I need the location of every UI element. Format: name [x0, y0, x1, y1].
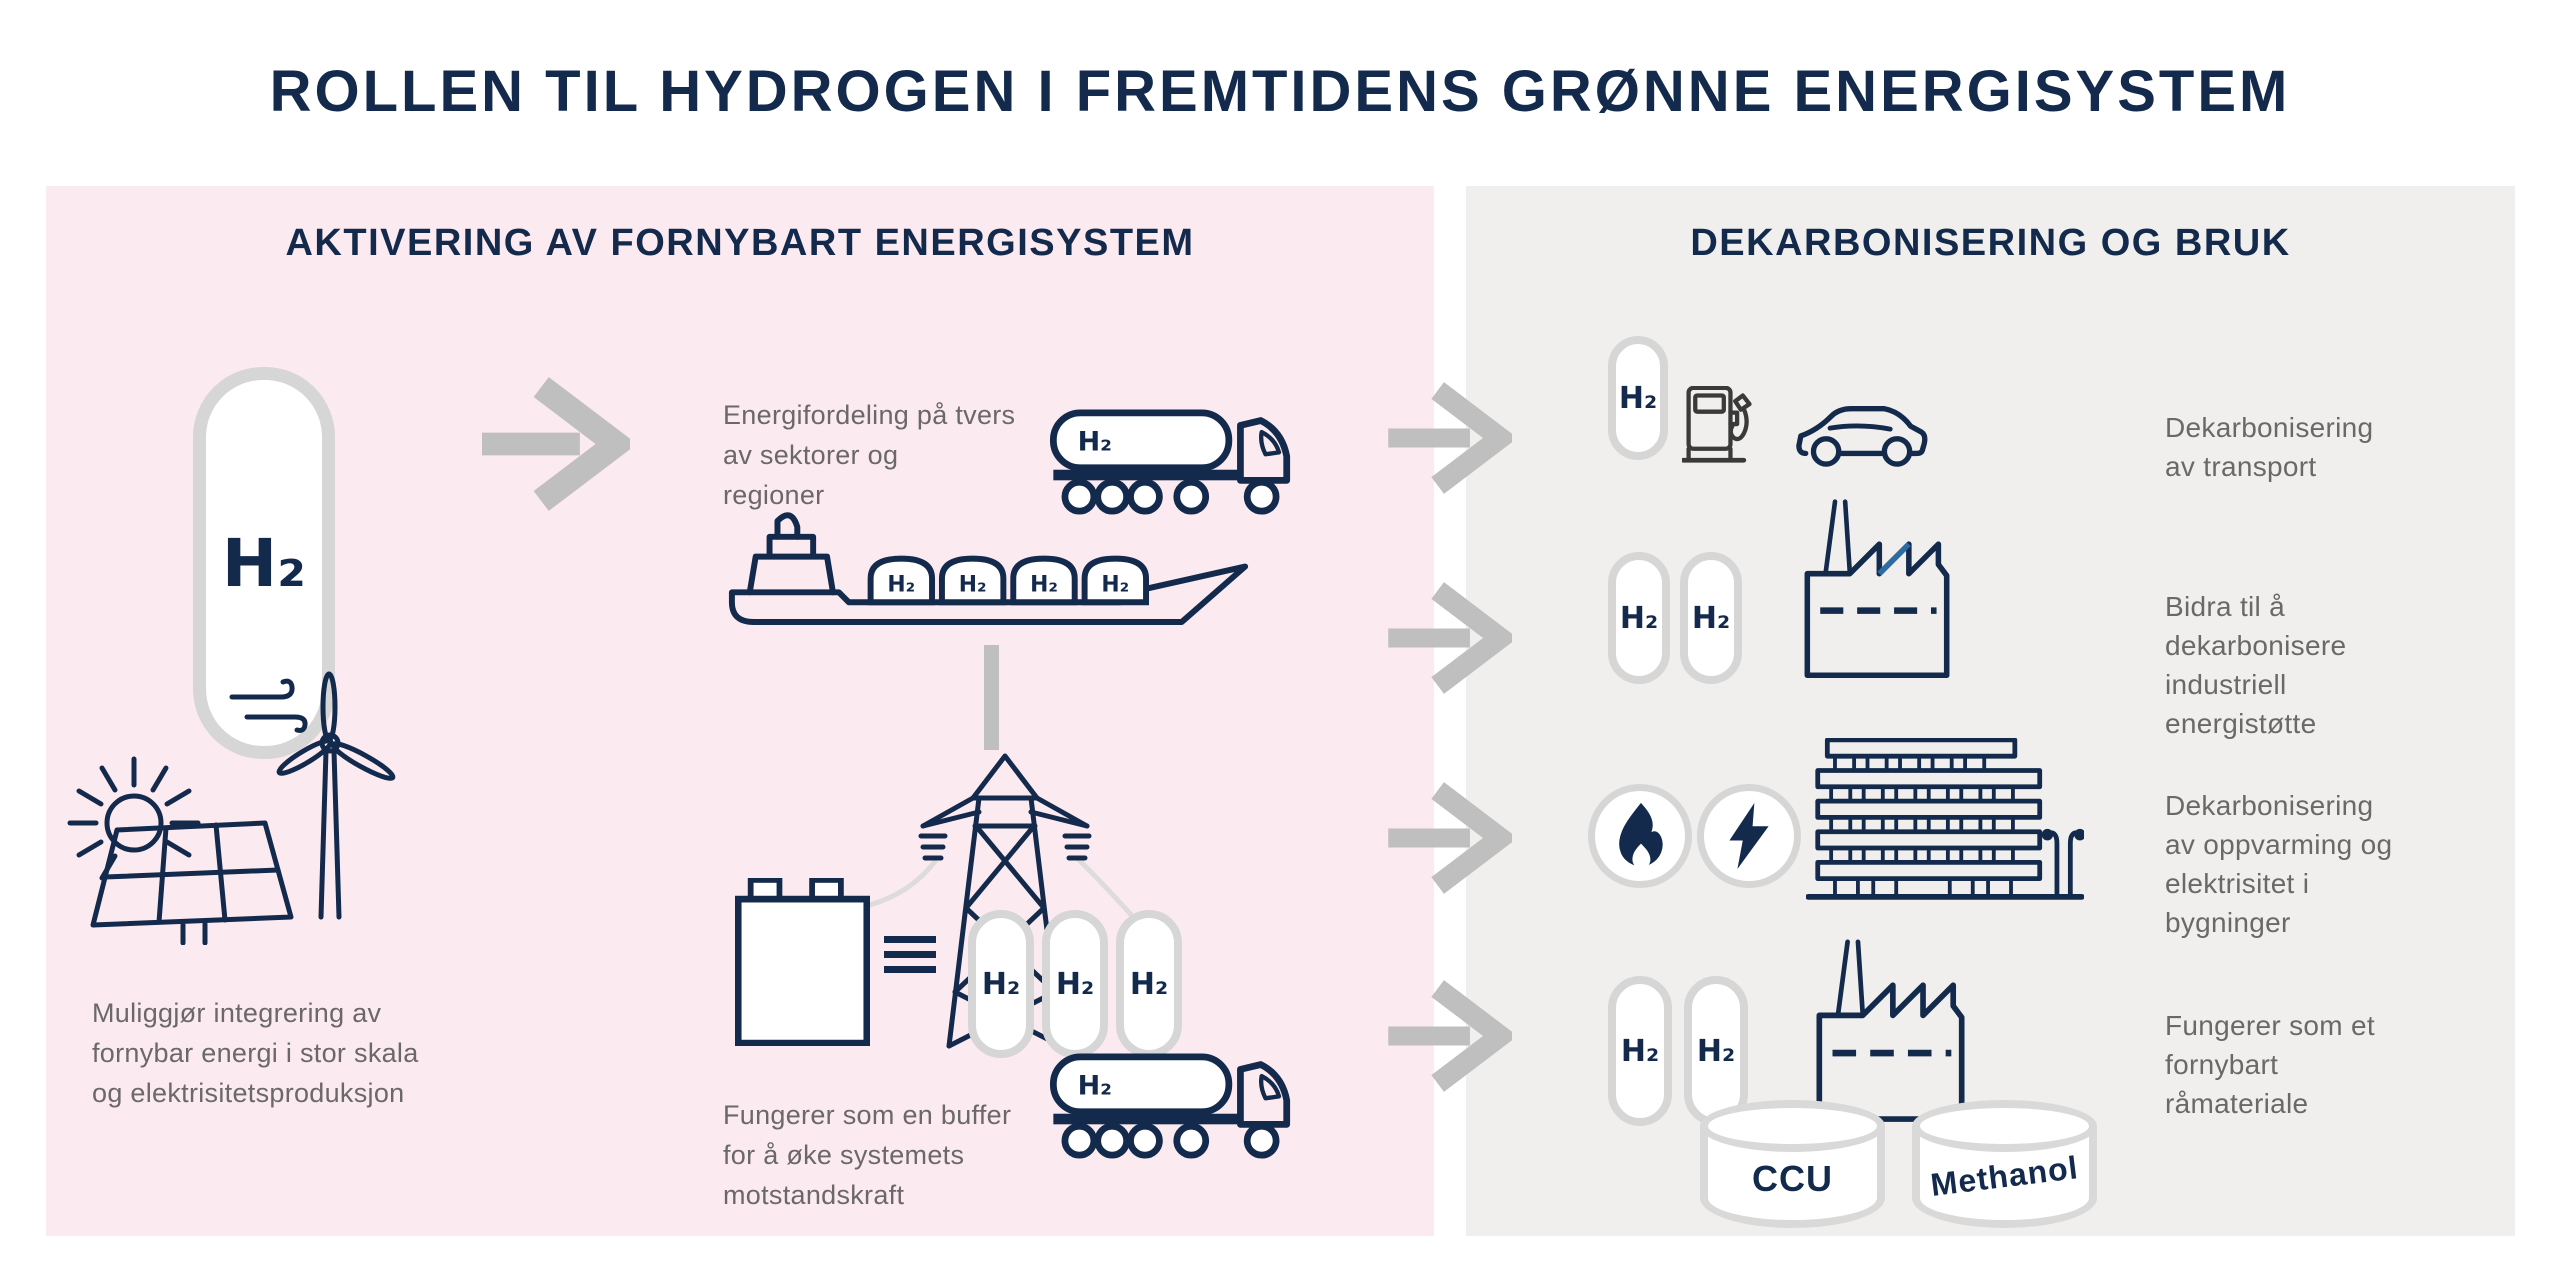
- h2-tank-icon: H₂: [1042, 910, 1108, 1058]
- label-industry: Bidra til å dekarbonisere industriell en…: [2165, 591, 2347, 739]
- svg-text:H₂: H₂: [959, 572, 987, 597]
- wind-turbine-icon: [276, 671, 396, 920]
- h2-tank-icon: H₂: [1680, 552, 1742, 684]
- h2-tank-icon: H₂: [968, 910, 1034, 1058]
- h2-tank-icon: H₂: [1116, 910, 1182, 1058]
- truck-icon: H₂: [1050, 1053, 1291, 1159]
- svg-text:H₂: H₂: [1078, 426, 1112, 457]
- h2-tank-icon: H₂: [1608, 552, 1670, 684]
- arrow-right-icon: [1388, 782, 1512, 894]
- page-title: ROLLEN TIL HYDROGEN I FREMTIDENS GRØNNE …: [269, 59, 2291, 124]
- h2-tank-icon: H₂: [1608, 976, 1672, 1126]
- storage-tank-icon: Methanol: [1912, 1100, 2097, 1228]
- car-icon: [1796, 406, 1928, 467]
- storage-tank-icon: CCU: [1700, 1100, 1885, 1228]
- lightning-icon: [1697, 784, 1801, 888]
- street-lamp-icon: [2041, 828, 2084, 900]
- connector-bar: [984, 645, 999, 750]
- arrow-right-icon: [1388, 382, 1512, 494]
- fuel-pump-icon: [1682, 386, 1752, 463]
- building-icon: [1806, 738, 2084, 900]
- solar-panel-icon: [90, 820, 294, 945]
- truck-icon: H₂: [1050, 409, 1291, 515]
- battery-icon: [735, 878, 870, 1046]
- svg-text:H₂: H₂: [887, 572, 915, 597]
- svg-text:H₂: H₂: [1078, 1070, 1112, 1101]
- caption-distribution: Energifordeling på tvers av sektorer og …: [723, 400, 1016, 510]
- ccu-label: CCU: [1752, 1158, 1833, 1199]
- left-panel-header: AKTIVERING AV FORNYBART ENERGISYSTEM: [285, 222, 1195, 264]
- equals-icon: [884, 936, 936, 981]
- label-transport: Dekarbonisering av transport: [2165, 412, 2374, 482]
- caption-buffer: Fungerer som en buffer for å øke systeme…: [723, 1100, 1012, 1210]
- factory-icon: [1804, 499, 1950, 678]
- renewables-group: [67, 671, 396, 945]
- sun-icon: [67, 756, 201, 881]
- arrow-right-icon: [1388, 980, 1512, 1092]
- label-feedstock: Fungerer som et fornybart råmateriale: [2165, 1010, 2375, 1119]
- factory-icon: [1816, 939, 1965, 1122]
- arrow-right-icon: [1388, 582, 1512, 694]
- right-panel-header: DEKARBONISERING OG BRUK: [1690, 222, 2291, 264]
- caption-integration: Muliggjør integrering av fornybar energi…: [92, 998, 419, 1108]
- h2-tank-icon: H₂: [1684, 976, 1748, 1126]
- label-buildings: Dekarbonisering av oppvarming og elektri…: [2165, 790, 2393, 938]
- svg-text:H₂: H₂: [1030, 572, 1058, 597]
- h2-tank-icon: H₂: [1608, 336, 1668, 460]
- flame-icon: [1588, 784, 1692, 888]
- ship-icon: H₂ H₂ H₂ H₂: [728, 512, 1249, 626]
- svg-text:H₂: H₂: [1101, 572, 1129, 597]
- wind-icon: [229, 678, 308, 733]
- arrow-right-icon: [482, 377, 630, 511]
